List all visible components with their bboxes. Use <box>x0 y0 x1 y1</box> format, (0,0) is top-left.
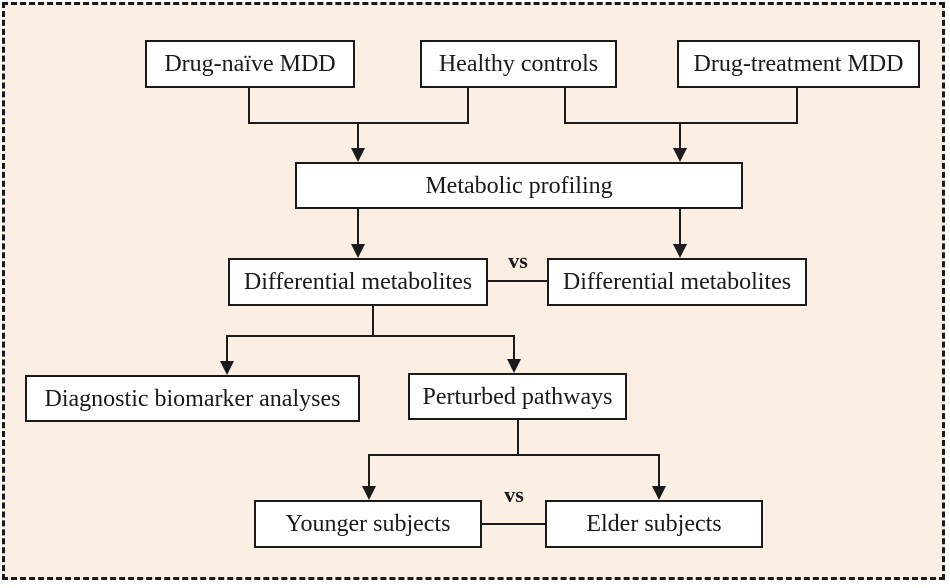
vs-top-connector-line <box>488 280 547 282</box>
arrow-to-perturbed-shaft <box>513 335 515 360</box>
arrow-metabolic-to-diff-left-head <box>351 244 365 258</box>
arrow-u2-to-metabolic-shaft <box>679 122 681 149</box>
arrow-to-younger-head <box>362 486 376 500</box>
node-differential-metabolites-right: Differential metabolites <box>547 258 807 306</box>
arrow-to-diagnostic-head <box>220 361 234 375</box>
connector-u1-right-vertical <box>467 88 469 124</box>
node-healthy-controls: Healthy controls <box>420 40 617 88</box>
connector-u1-left-vertical <box>248 88 250 124</box>
arrow-to-perturbed-head <box>507 359 521 373</box>
vs-bottom-connector-line <box>482 523 545 525</box>
arrow-to-elder-head <box>652 486 666 500</box>
arrow-u1-to-metabolic-head <box>351 148 365 162</box>
arrow-metabolic-to-diff-right-shaft <box>679 209 681 245</box>
arrow-metabolic-to-diff-left-shaft <box>357 209 359 245</box>
vs-bottom-label: vs <box>504 482 524 507</box>
branch1-horizontal <box>226 335 515 337</box>
arrow-u2-to-metabolic-head <box>673 148 687 162</box>
connector-u2-right-vertical <box>796 88 798 124</box>
arrow-to-elder-shaft <box>658 454 660 487</box>
vs-top-label: vs <box>508 248 528 273</box>
arrow-to-diagnostic-shaft <box>226 335 228 362</box>
node-diagnostic-biomarker-analyses: Diagnostic biomarker analyses <box>25 375 360 422</box>
node-metabolic-profiling: Metabolic profiling <box>295 162 743 209</box>
node-drug-treatment-mdd: Drug-treatment MDD <box>677 40 920 88</box>
connector-u2-left-vertical <box>564 88 566 124</box>
node-drug-naive-mdd: Drug-naïve MDD <box>145 40 355 88</box>
connector-u2-horizontal <box>564 122 798 124</box>
arrow-metabolic-to-diff-right-head <box>673 244 687 258</box>
branch2-horizontal <box>368 454 660 456</box>
node-younger-subjects: Younger subjects <box>254 500 482 548</box>
node-differential-metabolites-left: Differential metabolites <box>228 258 488 306</box>
arrow-u1-to-metabolic-shaft <box>357 122 359 149</box>
arrow-to-younger-shaft <box>368 454 370 487</box>
node-perturbed-pathways: Perturbed pathways <box>408 373 627 420</box>
branch1-drop-vertical <box>372 306 374 337</box>
node-elder-subjects: Elder subjects <box>545 500 763 548</box>
branch2-drop-vertical <box>517 420 519 456</box>
